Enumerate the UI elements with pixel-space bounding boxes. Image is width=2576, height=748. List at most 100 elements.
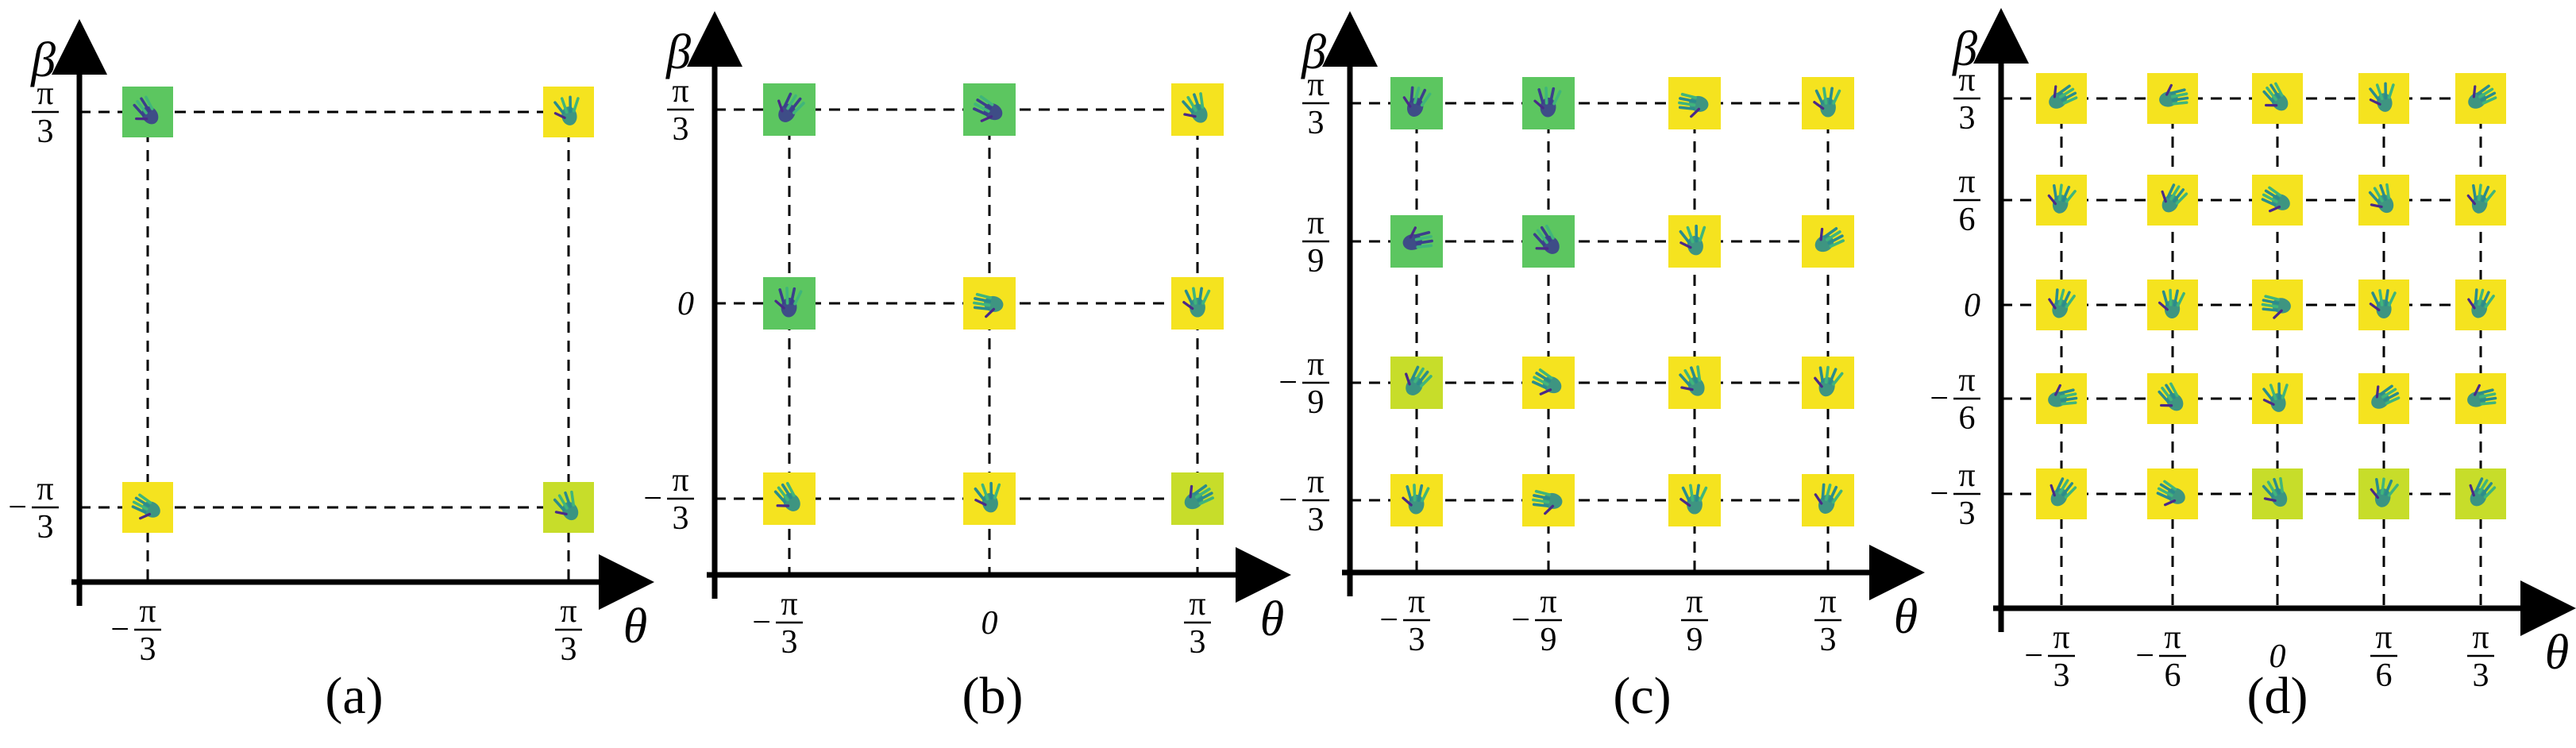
hand-pose-icon xyxy=(553,95,580,125)
pose-thumbnail xyxy=(1668,474,1721,526)
hand-pose-icon xyxy=(553,490,579,521)
pose-thumbnail xyxy=(1390,77,1443,129)
tick-denominator: 3 xyxy=(140,631,156,668)
hand-pose-icon xyxy=(774,287,803,318)
x-tick-label: π6 xyxy=(2370,619,2397,694)
tick-minus-sign: − xyxy=(1278,482,1298,519)
x-tick-label: π3− xyxy=(110,593,161,668)
hand-pose-icon xyxy=(1402,86,1432,117)
tick-numerator: π xyxy=(1819,584,1836,620)
hand-pose-icon xyxy=(2368,183,2394,214)
y-tick-label: π6 xyxy=(1953,164,1980,238)
tick-minus-sign: − xyxy=(1930,380,1949,417)
tick-denominator: 3 xyxy=(781,624,798,661)
hand-pose-icon xyxy=(2158,382,2184,411)
x-tick-label: π9− xyxy=(1511,584,1562,658)
tick-minus-sign: − xyxy=(752,604,771,641)
pose-thumbnail xyxy=(2147,468,2198,519)
tick-denominator: 3 xyxy=(1959,100,1976,137)
hand-pose-icon xyxy=(974,481,1001,513)
tick-numerator: π xyxy=(1686,584,1703,620)
pose-thumbnail xyxy=(2036,175,2087,226)
x-tick-label: π3− xyxy=(752,586,803,661)
x-tick-label: π9 xyxy=(1681,584,1708,658)
pose-thumbnail xyxy=(2455,468,2506,519)
pose-thumbnail xyxy=(1390,215,1443,268)
tick-numerator: π xyxy=(1958,164,1975,200)
hand-pose-icon xyxy=(1679,365,1705,396)
pose-thumbnail xyxy=(763,472,816,525)
y-tick-label: π3 xyxy=(32,75,59,150)
pose-thumbnail xyxy=(963,472,1016,525)
y-tick-label: π3 xyxy=(1953,62,1980,137)
y-tick-label: π3− xyxy=(643,462,694,537)
tick-denominator: 9 xyxy=(1308,384,1325,421)
pose-thumbnail xyxy=(543,482,594,533)
hand-pose-icon xyxy=(1405,365,1433,395)
tick-numerator: π xyxy=(1307,67,1324,103)
tick-numerator: π xyxy=(2375,619,2392,656)
pose-thumbnail xyxy=(2358,73,2409,124)
tick-numerator: π xyxy=(1408,584,1425,620)
hand-pose-icon xyxy=(2371,384,2401,409)
hand-pose-icon xyxy=(2262,382,2289,412)
tick-zero: 0 xyxy=(677,286,694,322)
hand-pose-icon xyxy=(1533,224,1560,254)
pose-thumbnail xyxy=(1522,77,1575,129)
pose-thumbnail xyxy=(2036,280,2087,330)
tick-numerator: π xyxy=(1540,584,1556,620)
hand-pose-icon xyxy=(2261,295,2291,319)
hand-pose-icon xyxy=(1532,489,1563,515)
tick-minus-sign: − xyxy=(643,480,662,517)
hand-pose-icon xyxy=(1182,287,1211,318)
hand-pose-icon xyxy=(133,95,159,125)
tick-denominator: 3 xyxy=(1820,622,1837,658)
pose-thumbnail xyxy=(2455,73,2506,124)
hand-pose-icon xyxy=(972,95,1003,122)
tick-minus-sign: − xyxy=(2024,638,2043,674)
hand-pose-icon xyxy=(2467,288,2495,318)
hand-pose-icon xyxy=(131,493,160,520)
y-tick-label: π9− xyxy=(1278,346,1329,421)
pose-thumbnail xyxy=(1668,357,1721,409)
tick-numerator: π xyxy=(37,75,53,112)
pose-thumbnail xyxy=(963,277,1016,330)
x-tick-label: 0 xyxy=(981,605,998,642)
y-tick-label: π6− xyxy=(1930,362,1980,437)
pose-thumbnail xyxy=(122,482,173,533)
tick-numerator: π xyxy=(781,586,797,623)
tick-numerator: π xyxy=(2472,619,2489,656)
hand-pose-icon xyxy=(1184,484,1215,510)
hand-pose-icon xyxy=(2370,477,2399,507)
pose-thumbnail xyxy=(2252,373,2303,424)
pose-thumbnail xyxy=(2147,280,2198,330)
tick-denominator: 6 xyxy=(1959,202,1976,238)
tick-minus-sign: − xyxy=(1511,602,1530,638)
pose-thumbnail xyxy=(2147,373,2198,424)
y-tick-label: 0 xyxy=(1964,287,1980,324)
pose-thumbnail xyxy=(1390,357,1443,409)
hand-pose-icon xyxy=(1533,87,1562,118)
pose-thumbnail xyxy=(2358,373,2409,424)
hand-pose-icon xyxy=(1402,484,1430,515)
pose-thumbnail xyxy=(2036,468,2087,519)
tick-denominator: 3 xyxy=(37,509,54,546)
beta-axis-label: β xyxy=(1301,25,1326,79)
tick-numerator: π xyxy=(2164,619,2181,656)
pose-thumbnail xyxy=(2147,73,2198,124)
tick-minus-sign: − xyxy=(110,611,129,648)
tick-denominator: 3 xyxy=(673,500,689,537)
tick-denominator: 3 xyxy=(37,114,54,150)
tick-denominator: 3 xyxy=(1190,624,1206,661)
pose-thumbnail xyxy=(2036,373,2087,424)
hand-pose-icon xyxy=(2469,477,2497,507)
pose-thumbnail xyxy=(1171,277,1224,330)
tick-zero: 0 xyxy=(1964,287,1980,324)
theta-axis-label: θ xyxy=(623,600,647,654)
tick-numerator: π xyxy=(672,73,688,110)
y-tick-label: π3 xyxy=(667,73,694,148)
